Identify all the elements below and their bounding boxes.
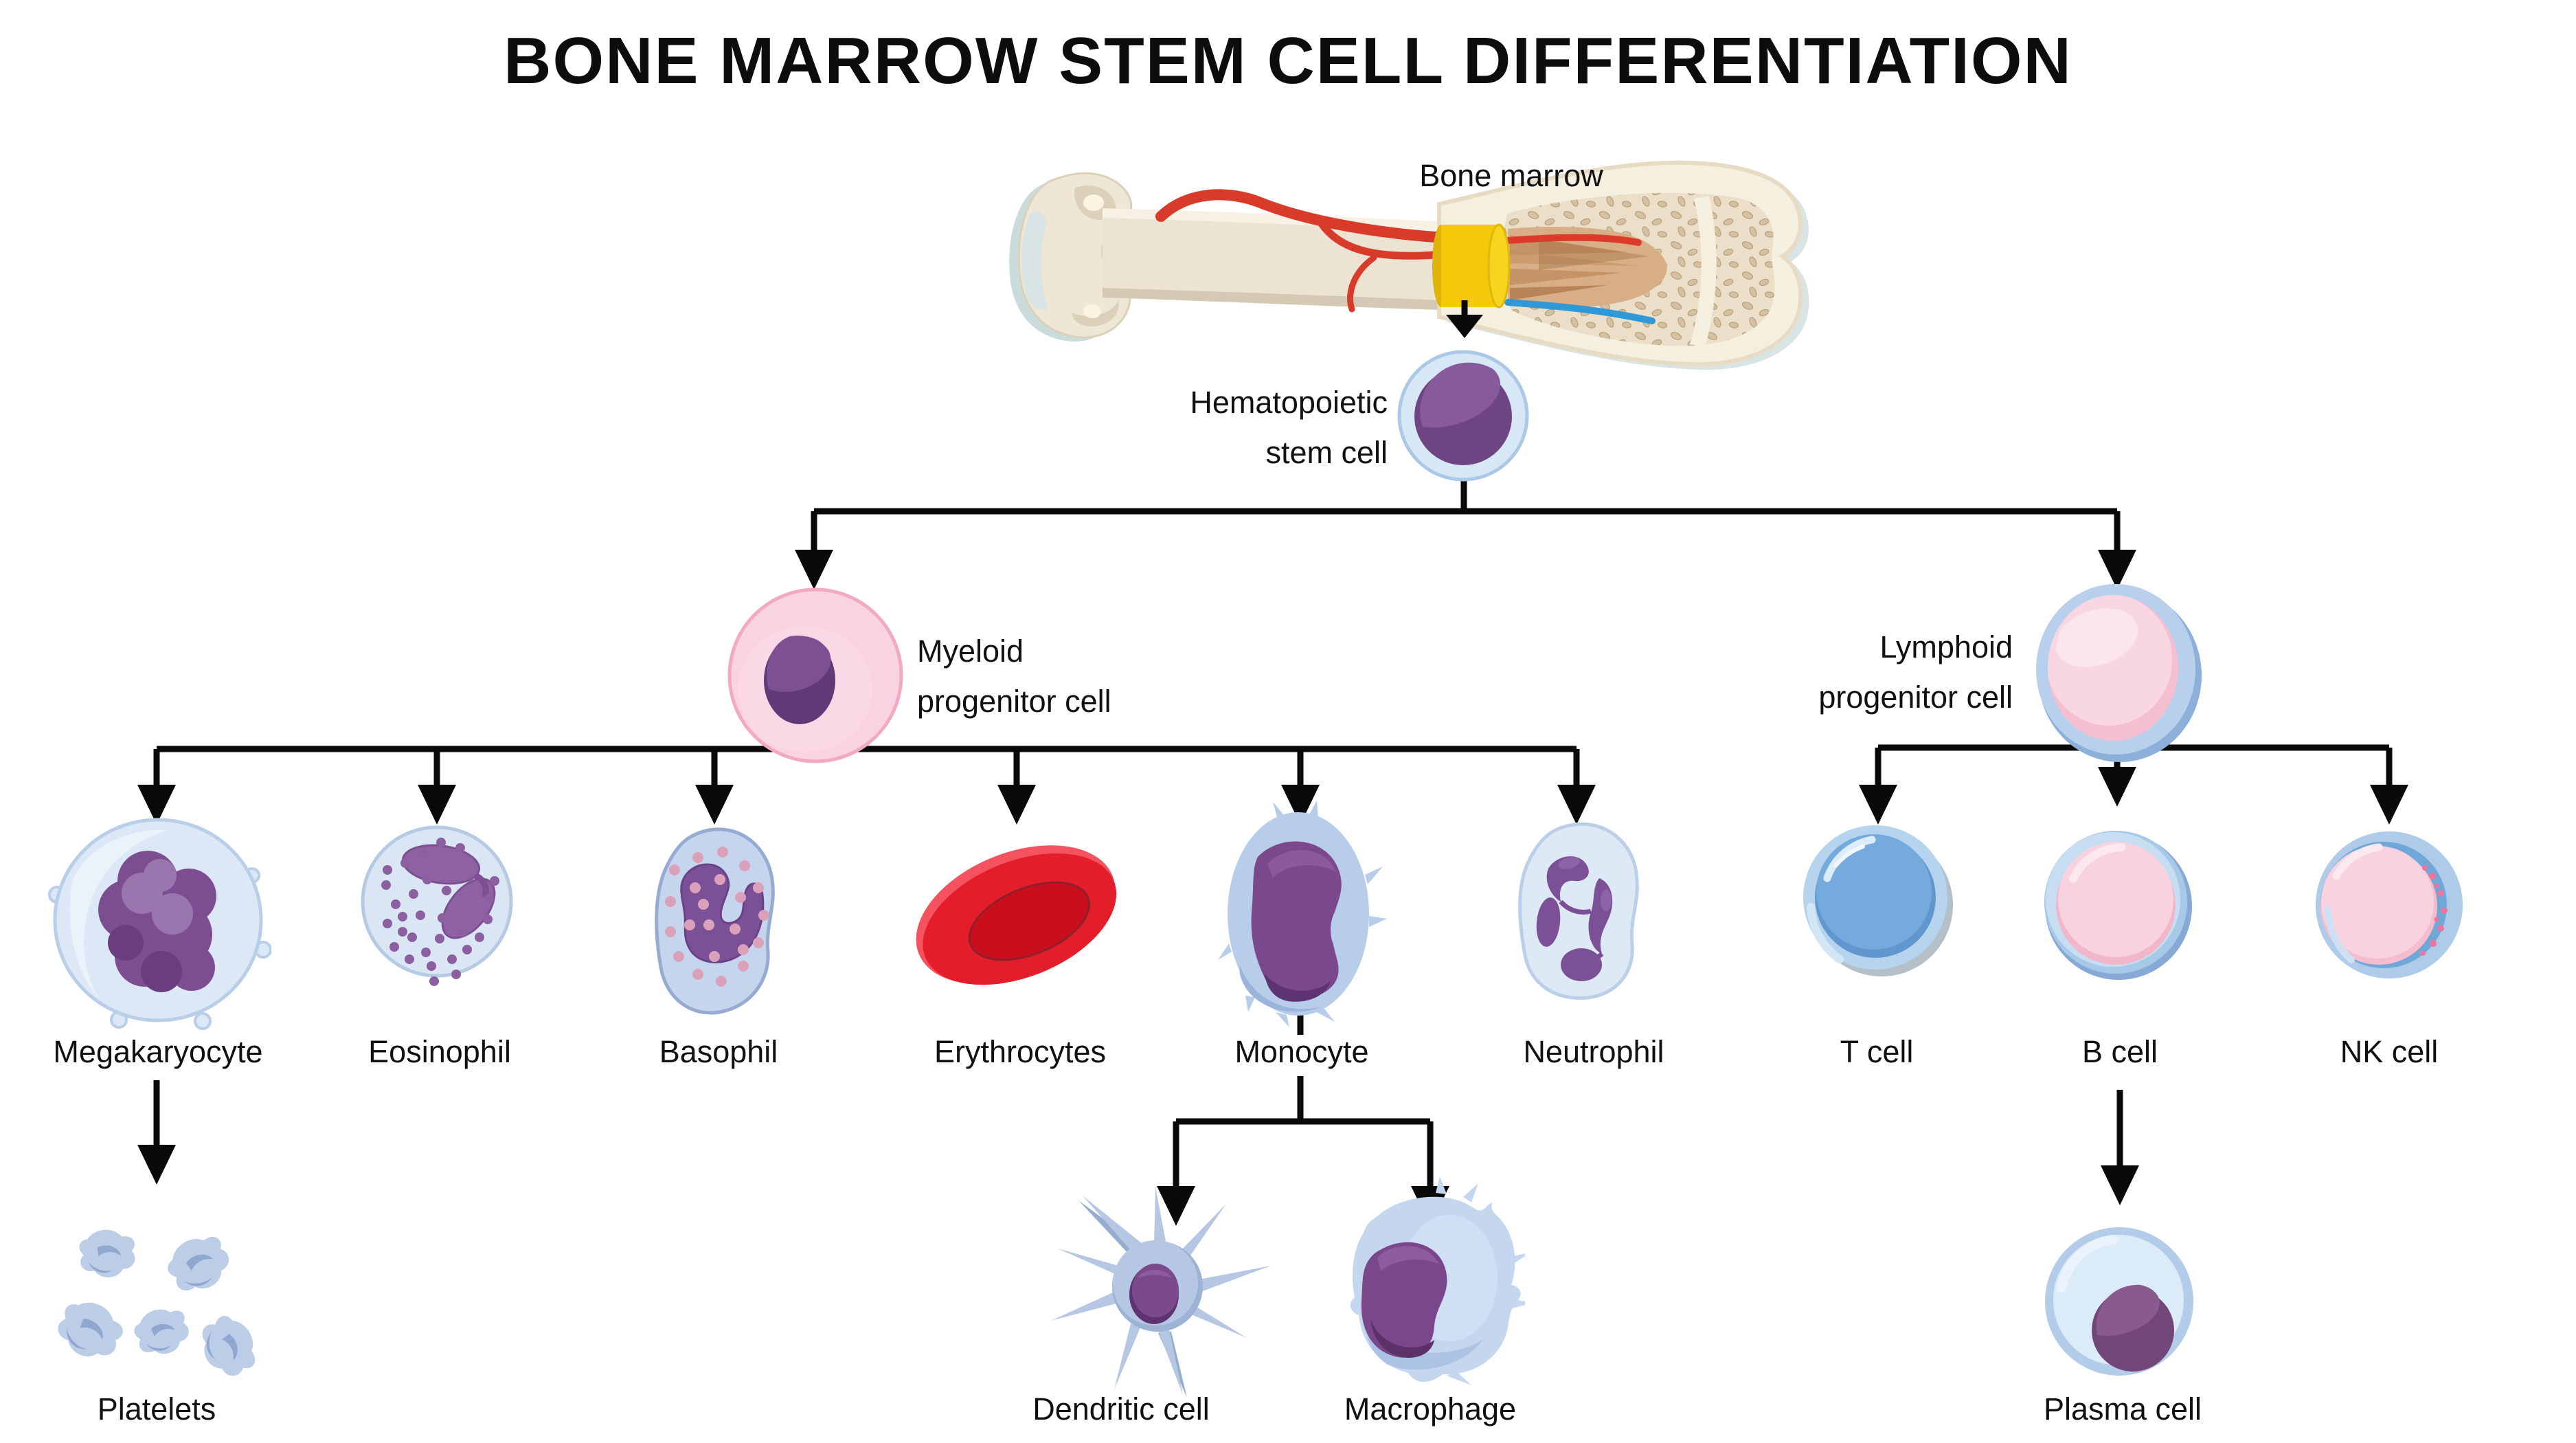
hematopoietic-stem-cell [1394,347,1532,484]
platelets-cluster [43,1215,269,1400]
label-neutrophil: Neutrophil [1523,1034,1664,1069]
label-myeloid-progenitor: Myeloid progenitor cell [917,634,1111,719]
macrophage-cell [1312,1175,1525,1402]
label-hematopoietic-stem-cell: Hematopoietic stem cell [1190,385,1388,470]
myeloid-progenitor-cell [723,583,908,768]
bone-artery [1155,189,1441,313]
plasma-cell [2038,1222,2203,1387]
label-megakaryocyte: Megakaryocyte [53,1034,263,1069]
t-cell-interior [1816,834,1932,950]
nk-cell [2312,828,2470,986]
erythrocyte-center [968,881,1091,961]
platelet [195,1309,262,1383]
arrowheads [137,315,2408,1226]
erythrocyte-disc [916,845,1117,985]
marrow-artery [1504,234,1642,246]
nk-cell-granules [2420,865,2448,956]
label-basophil: Basophil [659,1034,778,1069]
t-cell [1800,825,1958,983]
label-platelets: Platelets [97,1391,216,1427]
bone-illustration [989,148,1827,381]
erythrocyte-cell [896,828,1144,1007]
bone-marrow-plug [1432,223,1511,309]
label-b-cell: B cell [2081,1034,2158,1069]
basophil-granules [665,847,769,987]
label-dendritic-cell: Dendritic cell [1032,1391,1210,1427]
megakaryocyte-cell [45,812,271,1032]
b-cell-interior [2058,842,2173,957]
neutrophil-cell [1498,818,1656,1010]
dendritic-cell [1037,1176,1285,1410]
label-eosinophil: Eosinophil [368,1034,511,1069]
label-t-cell: T cell [1840,1034,1914,1069]
page-title: BONE MARROW STEM CELL DIFFERENTIATION [504,24,2072,98]
label-plasma-cell: Plasma cell [2043,1391,2202,1427]
label-lymphoid-progenitor: Lymphoid progenitor cell [1818,629,2013,715]
label-monocyte: Monocyte [1234,1034,1369,1069]
marrow-vein [1504,299,1656,324]
bone-shaft [1103,208,1441,310]
megakaryocyte-nucleus [98,851,216,992]
label-erythrocytes: Erythrocytes [934,1034,1107,1069]
neutrophil-nucleus [1536,856,1613,981]
dendritic-nucleus [1129,1264,1179,1324]
basophil-cell [640,822,791,1021]
bone-right-epiphysis [1437,160,1809,370]
platelet [74,1225,139,1282]
nk-cell-interior [2321,846,2434,959]
eosinophil-cell [360,822,525,987]
dendritic-projections [1051,1187,1271,1398]
b-cell [2040,828,2198,986]
platelet [161,1230,236,1298]
lymphoid-progenitor-cell [2028,579,2206,764]
macrophage-nucleus [1361,1242,1447,1358]
label-bone-marrow: Bone marrow [1419,158,1603,193]
eosinophil-granules [381,838,499,986]
label-nk-cell: NK cell [2340,1034,2439,1069]
platelet [132,1306,191,1357]
label-macrophage: Macrophage [1344,1391,1517,1427]
monocyte-nucleus [1251,841,1366,1002]
platelet [48,1289,131,1371]
monocyte-cell [1212,801,1391,1027]
